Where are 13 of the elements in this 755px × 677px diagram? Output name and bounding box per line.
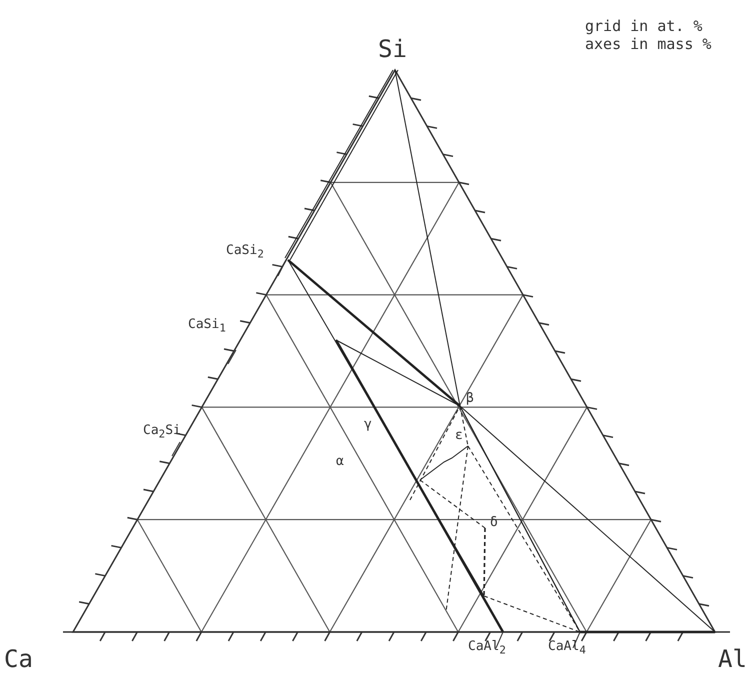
vertex-label: Al bbox=[718, 646, 747, 672]
note-text: axes in mass % bbox=[585, 36, 712, 52]
phase-label: α bbox=[336, 455, 344, 470]
compound-label: CaAl$_{4}$ bbox=[548, 640, 586, 656]
compound-label: CaSi$_{2}$ bbox=[226, 244, 264, 260]
compound-label: CaSi$_{1}$ bbox=[188, 318, 226, 334]
phase-label: β bbox=[466, 392, 474, 406]
note-text: grid in at. % bbox=[585, 18, 702, 34]
compound-label: CaAl$_{2}$ bbox=[468, 640, 506, 656]
phase-label: ε bbox=[455, 429, 463, 444]
phase-label: γ bbox=[364, 418, 372, 432]
vertex-label: Si bbox=[378, 36, 407, 62]
vertex-label: Ca bbox=[4, 646, 33, 672]
